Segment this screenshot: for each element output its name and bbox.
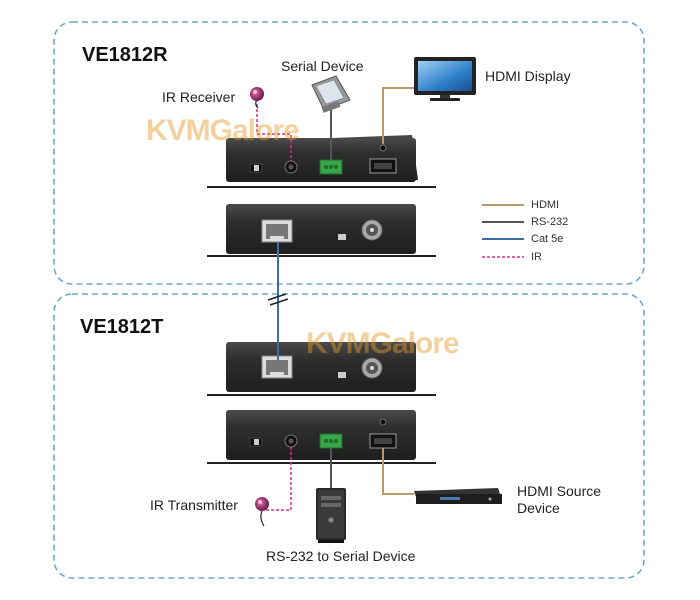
serial-device-icon: [311, 75, 351, 113]
transmitter-front-unit: [207, 410, 436, 464]
serial-device-label: Serial Device: [281, 58, 364, 74]
transmitter-model-title: VE1812T: [80, 316, 164, 338]
watermark-bottom: KVMGalore: [306, 327, 460, 360]
receiver-panel: [53, 21, 645, 285]
receiver-model-title: VE1812R: [82, 44, 168, 66]
receiver-back-unit: [207, 204, 436, 257]
legend-ir-label: IR: [531, 251, 542, 263]
serial-pc-icon: [316, 488, 346, 543]
ir-transmitter-icon: [255, 497, 269, 527]
transmitter-hdmi-cable: [382, 448, 414, 495]
legend-rs232-label: RS-232: [531, 216, 569, 228]
legend-hdmi-label: HDMI: [531, 199, 560, 211]
legend-cat5e-label: Cat 5e: [531, 233, 564, 245]
rs232-serial-label: RS-232 to Serial Device: [266, 548, 416, 564]
receiver-hdmi-cable: [382, 87, 414, 144]
hdmi-display-icon: [414, 57, 476, 101]
receiver-ir-cable: [256, 104, 292, 161]
receiver-front-unit: [207, 135, 436, 188]
watermark-top: KVMGalore: [146, 114, 300, 147]
hdmi-source-label-line1: HDMI Source: [517, 483, 602, 499]
transmitter-back-unit: [207, 342, 436, 396]
hdmi-display-label: HDMI Display: [485, 68, 571, 84]
ir-receiver-label: IR Receiver: [162, 89, 236, 105]
hdmi-source-label-line2: Device: [517, 500, 560, 516]
transmitter-ir-cable: [265, 447, 292, 511]
ir-transmitter-label: IR Transmitter: [150, 497, 238, 513]
ir-receiver-icon: [250, 87, 264, 109]
hdmi-source-icon: [414, 488, 502, 504]
transmitter-panel: [53, 293, 645, 579]
